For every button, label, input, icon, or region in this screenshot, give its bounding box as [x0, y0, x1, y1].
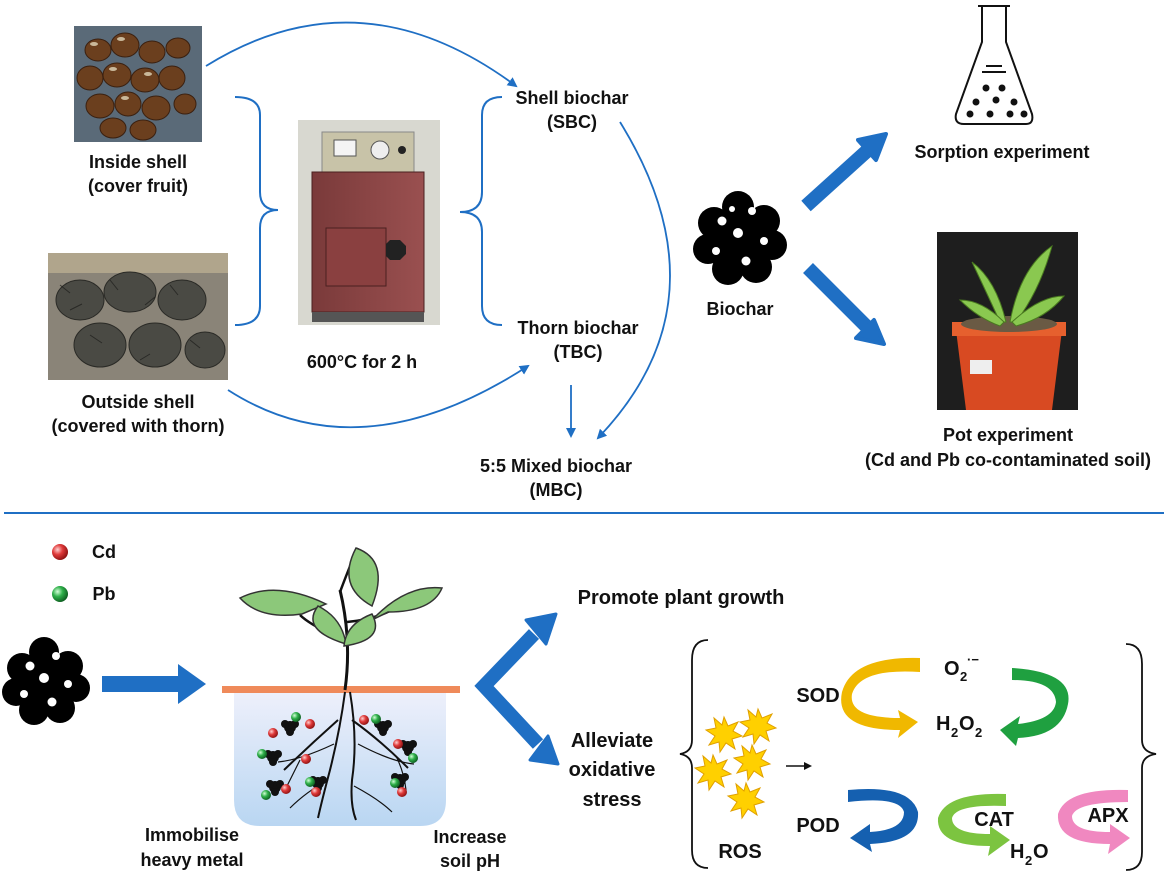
biochar-label: Biochar [706, 299, 773, 319]
inside-shell-photo [74, 26, 202, 142]
pot-label: Pot experiment [943, 425, 1073, 445]
pod-label: POD [796, 815, 839, 837]
svg-text:·−: ·− [967, 652, 979, 667]
svg-text:O: O [944, 658, 960, 680]
mixed-biochar-label: 5:5 Mixed biochar [480, 456, 632, 476]
alleviate-sublabel-2: stress [583, 789, 642, 811]
split-arrow [474, 612, 560, 766]
increase-ph-label: Increase [433, 827, 506, 847]
cd-legend-icon [52, 544, 68, 560]
cat-arrow [937, 793, 1010, 856]
inside-shell-sublabel: (cover fruit) [88, 176, 188, 196]
alleviate-sublabel-1: oxidative [569, 759, 656, 781]
left-curly-brace [679, 639, 709, 869]
svg-text:O: O [959, 713, 975, 735]
biochar-cluster-icon [693, 191, 787, 285]
pb-legend-icon [52, 586, 68, 602]
furnace-label: 600°C for 2 h [307, 352, 417, 372]
svg-text:O: O [1033, 841, 1049, 863]
mixed-biochar-abbr: (MBC) [530, 480, 583, 500]
sod-cycle-arrows [841, 657, 1069, 746]
right-curly-brace [1125, 643, 1157, 871]
right-bracket [459, 96, 503, 326]
sorption-label: Sorption experiment [914, 142, 1089, 162]
pb-legend-label: Pb [92, 584, 115, 604]
ros-arrow [786, 762, 812, 770]
ros-icon [693, 707, 778, 820]
soil-cd-particles [268, 715, 407, 797]
shell-biochar-abbr: (SBC) [547, 112, 597, 132]
arrow-inside-to-sbc [205, 21, 518, 88]
left-bracket [234, 96, 279, 326]
svg-text:2: 2 [975, 725, 982, 740]
flask-icon [954, 5, 1034, 125]
inside-shell-label: Inside shell [89, 152, 187, 172]
h2o2-label: H 2 O 2 [936, 713, 982, 740]
shell-biochar-label: Shell biochar [515, 88, 628, 108]
arrow-sbc-to-mbc [596, 121, 671, 440]
apx-label: APX [1087, 805, 1129, 827]
outside-shell-label: Outside shell [81, 392, 194, 412]
furnace-photo [298, 120, 440, 325]
biochar-cluster-icon-bottom [2, 637, 90, 725]
arrow-to-sorption [801, 132, 888, 212]
sod-label: SOD [796, 685, 839, 707]
pot-photo [937, 232, 1078, 410]
increase-ph-sublabel: soil pH [440, 851, 500, 871]
outside-shell-sublabel: (covered with thorn) [51, 416, 224, 436]
svg-text:H: H [936, 713, 950, 735]
thorn-biochar-label: Thorn biochar [518, 318, 639, 338]
pot-sublabel: (Cd and Pb co-contaminated soil) [865, 450, 1151, 470]
soil-pb-particles [257, 712, 418, 800]
alleviate-label: Alleviate [571, 730, 653, 752]
svg-text:2: 2 [1025, 853, 1032, 868]
svg-text:H: H [1010, 841, 1024, 863]
cd-legend-label: Cd [92, 542, 116, 562]
immobilise-label: Immobilise [145, 825, 239, 845]
pod-arrow [848, 788, 919, 852]
promote-growth-label: Promote plant growth [578, 587, 785, 609]
h2o-label: H 2 O [1010, 841, 1049, 868]
apx-arrow [1057, 789, 1130, 854]
svg-text:2: 2 [951, 725, 958, 740]
thorn-biochar-abbr: (TBC) [554, 342, 603, 362]
cat-label: CAT [974, 809, 1014, 831]
immobilise-sublabel: heavy metal [140, 850, 243, 870]
arrow-biochar-to-soil [102, 664, 206, 704]
ros-label: ROS [718, 841, 761, 863]
svg-text:2: 2 [960, 669, 967, 684]
arrow-to-pot [803, 263, 886, 346]
outside-shell-photo [48, 253, 228, 380]
arrow-outside-to-tbc [227, 364, 530, 429]
o2-radical-label: O 2 ·− [944, 652, 979, 684]
